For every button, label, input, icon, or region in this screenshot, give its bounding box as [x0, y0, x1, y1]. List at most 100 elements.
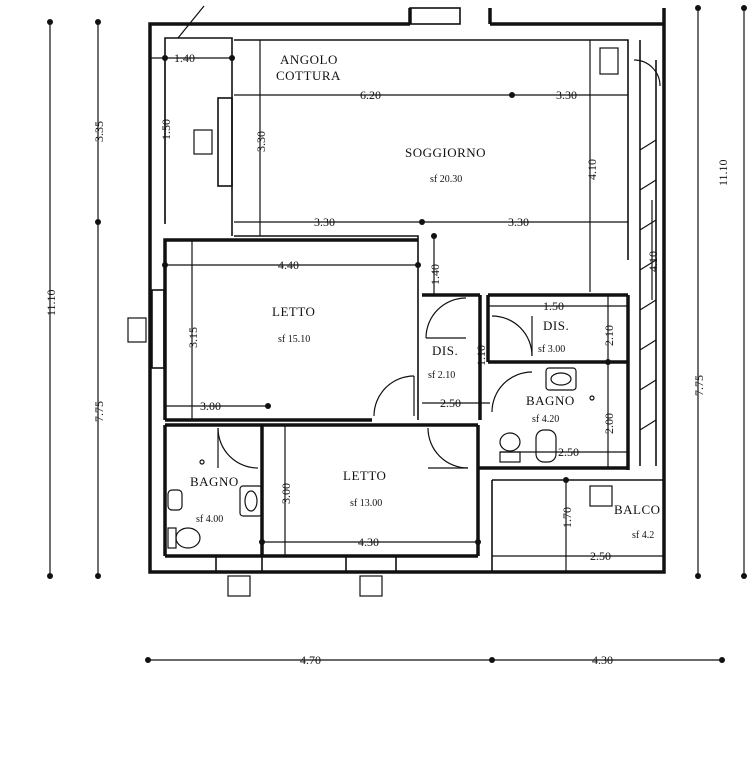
- bath-right-area: sf 4.20: [532, 414, 559, 425]
- dim-label-bottom-4-30: 4.30: [592, 653, 613, 667]
- dimension-labels: 1.40 1.50 3.30 6.20 3.30 4.10 3.30 3.30 …: [44, 51, 730, 667]
- door-dis-right-arc: [491, 315, 533, 357]
- balcony-label: BALCO: [614, 502, 661, 517]
- radiator-bottom-2-icon: [359, 575, 383, 597]
- tick: [563, 477, 569, 483]
- tick: [509, 92, 515, 98]
- dis-small-label: DIS.: [432, 343, 458, 358]
- tick: [162, 262, 168, 268]
- drain-left-icon: [199, 459, 205, 465]
- dim-label-2-00: 2.00: [602, 413, 616, 434]
- radiator-balcony-icon: [589, 485, 613, 507]
- tick: [229, 55, 235, 61]
- dim-label-outer-7-75-right: 7.75: [692, 375, 706, 396]
- door-top-right-arc: [633, 59, 661, 87]
- dim-label-outer-7-75-left: 7.75: [92, 401, 106, 422]
- dim-label-4-40: 4.40: [278, 258, 299, 272]
- dim-label-3-30-bottom-a: 3.30: [314, 215, 335, 229]
- dim-label-bottom-4-70: 4.70: [300, 653, 321, 667]
- room-labels: ANGOLO COTTURA SOGGIORNO sf 20.30 LETTO …: [190, 52, 661, 541]
- window-top: [409, 7, 461, 25]
- door-bedroom2-arc: [427, 427, 469, 469]
- bath-left-label: BAGNO: [190, 474, 239, 489]
- bath-left-area: sf 4.00: [196, 514, 223, 525]
- sink-basin-icon: [550, 372, 572, 386]
- dim-label-1-10: 1.10: [474, 345, 488, 366]
- sink-left-icon: [239, 485, 263, 517]
- bidet-left-icon: [167, 489, 183, 511]
- dim-label-3-30-top: 3.30: [556, 88, 577, 102]
- dim-label-living-3-30-v: 3.30: [254, 131, 268, 152]
- dis-small-area: sf 2.10: [428, 370, 455, 381]
- dim-label-2-50-balc: 2.50: [590, 549, 611, 563]
- window-left: [151, 289, 165, 369]
- bath-right-label: BAGNO: [526, 393, 575, 408]
- tick: [741, 5, 747, 11]
- living-wall: [234, 39, 629, 260]
- door-bath-left-arc: [217, 427, 259, 469]
- toilet-right-tank-icon: [499, 451, 521, 463]
- radiator-left-icon: [193, 129, 213, 155]
- doors: [177, 5, 661, 469]
- bedroom1-area: sf 15.10: [278, 334, 310, 345]
- kitchen-label-line1: ANGOLO: [280, 52, 338, 67]
- bedroom1-wall: [163, 238, 418, 420]
- tick: [719, 657, 725, 663]
- dim-label-3-30-bottom-b: 3.30: [508, 215, 529, 229]
- living-area: sf 20.30: [430, 174, 462, 185]
- door-bedroom1-arc: [373, 375, 415, 417]
- radiator-bottom-1-icon: [227, 575, 251, 597]
- tick: [162, 55, 168, 61]
- tick: [47, 19, 53, 25]
- dis-right-label: DIS.: [543, 318, 569, 333]
- bedroom1-label: LETTO: [272, 304, 315, 319]
- dim-label-1-40-v: 1.40: [428, 264, 442, 285]
- dim-label-2-10: 2.10: [602, 325, 616, 346]
- dim-label-6-20: 6.20: [360, 88, 381, 102]
- tick: [475, 539, 481, 545]
- dis-right-area: sf 3.00: [538, 344, 565, 355]
- tick: [605, 359, 611, 365]
- window-bottom-2: [345, 555, 397, 573]
- drain-right-icon: [589, 395, 595, 401]
- dim-label-1-40: 1.40: [174, 51, 195, 65]
- dim-label-2-50-dis: 2.50: [440, 396, 461, 410]
- dim-label-3-15: 3.15: [186, 327, 200, 348]
- hatch-6: [639, 339, 657, 351]
- dim-label-4-10: 4.10: [585, 159, 599, 180]
- radiator-kitchen-icon: [599, 47, 619, 75]
- sink-left-basin-icon: [244, 490, 258, 512]
- dim-label-right-4-10: 4.10: [646, 251, 660, 272]
- bedroom2-label: LETTO: [343, 468, 386, 483]
- balcony-area: sf 4.2: [632, 530, 654, 541]
- toilet-left-icon: [175, 527, 201, 549]
- tick: [145, 657, 151, 663]
- living-label: SOGGIORNO: [405, 145, 486, 160]
- tick: [419, 219, 425, 225]
- hatch-5: [639, 299, 657, 311]
- dim-label-4-30-bed2: 4.30: [358, 535, 379, 549]
- toilet-right-icon: [499, 432, 521, 452]
- tick: [741, 573, 747, 579]
- dim-label-1-50-dis: 1.50: [543, 299, 564, 313]
- sink-icon: [545, 367, 577, 391]
- hatch-4: [639, 259, 657, 271]
- door-dis-arc: [425, 297, 467, 339]
- fixtures: [127, 47, 657, 597]
- hatch-3: [639, 219, 657, 231]
- tick: [95, 219, 101, 225]
- tick: [695, 573, 701, 579]
- dim-label-1-50: 1.50: [159, 119, 173, 140]
- kitchen-wall: [164, 37, 233, 236]
- dimension-lines: [49, 8, 745, 661]
- tick: [489, 657, 495, 663]
- tick: [47, 573, 53, 579]
- dim-label-outer-3-35: 3.35: [92, 121, 106, 142]
- bidet-right-icon: [535, 429, 557, 463]
- dim-label-2-50-bath: 2.50: [558, 445, 579, 459]
- tick: [415, 262, 421, 268]
- toilet-left-tank-icon: [167, 527, 177, 549]
- window-kitchen: [217, 97, 233, 187]
- dim-label-outer-11-10-left: 11.10: [44, 289, 58, 316]
